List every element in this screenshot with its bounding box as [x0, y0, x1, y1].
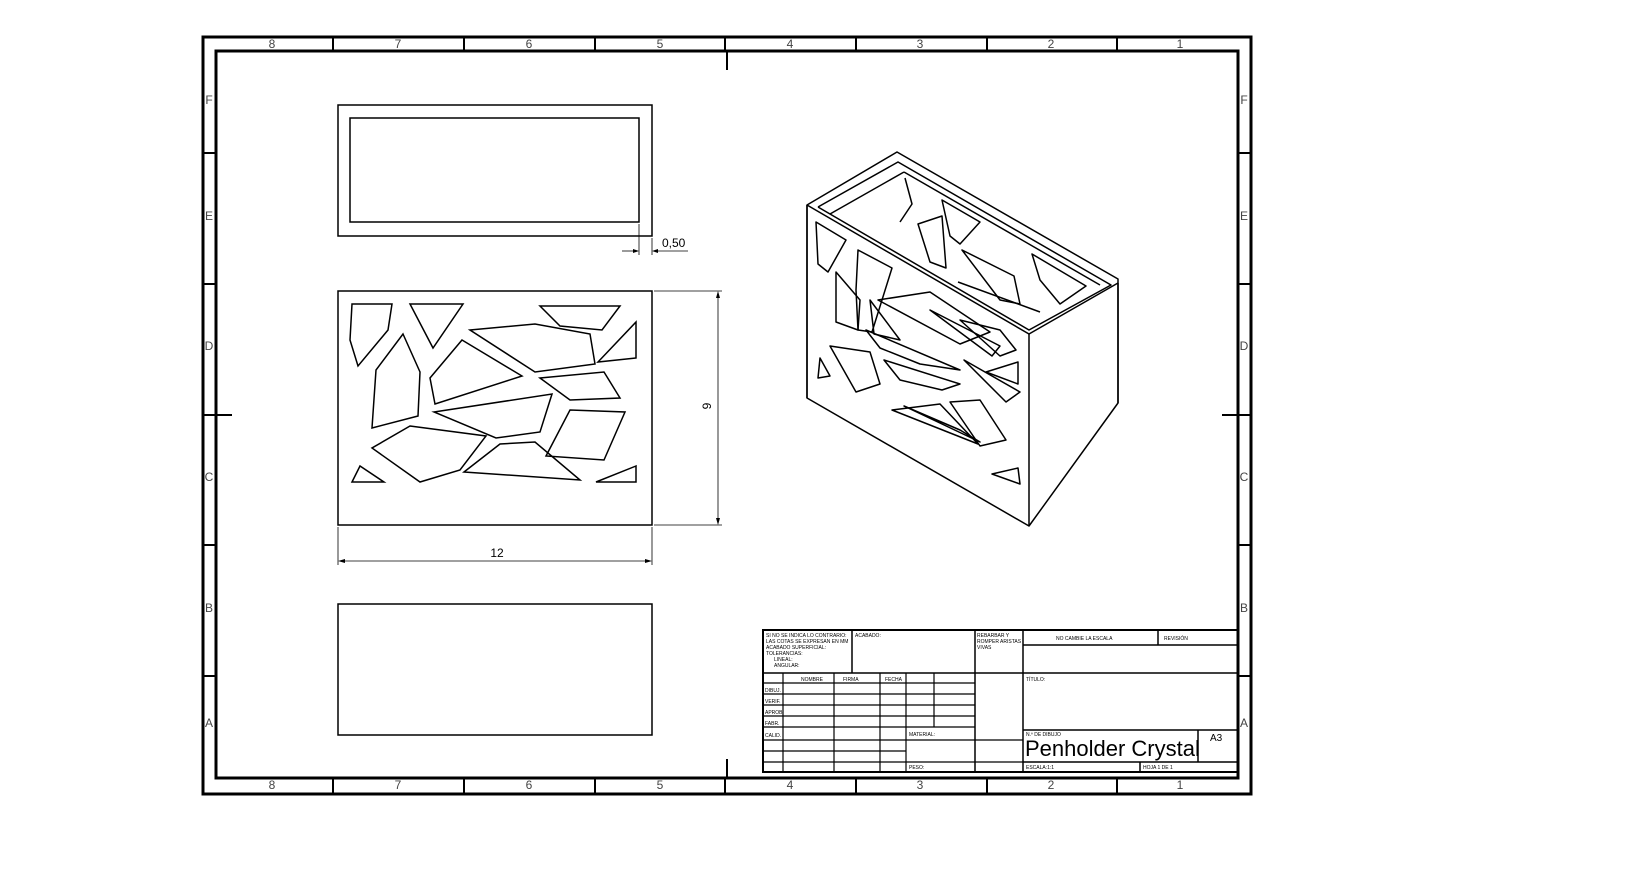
- zone-right-B: B: [1240, 601, 1248, 615]
- general-note-5: LINEAL:: [774, 657, 793, 663]
- revision-label: REVISIÓN: [1164, 635, 1188, 642]
- zone-left-A: A: [205, 716, 213, 730]
- zone-right-F: F: [1240, 93, 1247, 107]
- zone-top-3: 3: [917, 37, 924, 51]
- zone-bottom-8: 8: [269, 778, 276, 792]
- sheet-label: HOJA 1 DE 1: [1143, 765, 1173, 771]
- zone-top-4: 4: [787, 37, 794, 51]
- height-dimension: 9: [700, 402, 714, 409]
- row-drawn: DIBUJ.: [765, 688, 781, 694]
- crystal-cutouts: [349, 303, 637, 483]
- material-label: MATERIAL:: [909, 732, 935, 738]
- col-name: NOMBRE: [801, 677, 824, 683]
- width-dimension: 12: [490, 546, 504, 560]
- sheet-size: A3: [1210, 733, 1223, 744]
- col-signature: FIRMA: [843, 677, 859, 683]
- zone-right-E: E: [1240, 209, 1248, 223]
- thickness-dimension: 0,50: [662, 236, 686, 250]
- deburr-note-1: REBARBAR Y: [977, 633, 1010, 639]
- zone-bottom-1: 1: [1177, 778, 1184, 792]
- zone-left-F: F: [205, 93, 212, 107]
- scale-label: ESCALA:1:1: [1026, 765, 1054, 771]
- zone-right-D: D: [1240, 339, 1249, 353]
- zone-top-2: 2: [1048, 37, 1055, 51]
- zone-bottom-6: 6: [526, 778, 533, 792]
- zone-bottom-7: 7: [395, 778, 402, 792]
- deburr-note-3: VIVAS: [977, 645, 992, 651]
- scale-note: NO CAMBIE LA ESCALA: [1056, 636, 1113, 642]
- finish-label: ACABADO:: [855, 633, 881, 639]
- zone-left-B: B: [205, 601, 213, 615]
- general-note-1: SI NO SE INDICA LO CONTRARIO:: [766, 633, 847, 639]
- drawing-title: Penholder Crystal: [1025, 736, 1200, 761]
- zone-top-7: 7: [395, 37, 402, 51]
- general-note-2: LAS COTAS SE EXPRESAN EN MM: [766, 639, 848, 645]
- zone-right-A: A: [1240, 716, 1248, 730]
- general-note-3: ACABADO SUPERFICIAL:: [766, 645, 826, 651]
- zone-bottom-5: 5: [657, 778, 664, 792]
- zone-left-E: E: [205, 209, 213, 223]
- zone-top-6: 6: [526, 37, 533, 51]
- zone-top-1: 1: [1177, 37, 1184, 51]
- zone-labels: 8 7 6 5 4 3 2 1 8 7 6 5 4 3 2 1 F E D C …: [205, 37, 1249, 792]
- zone-top-8: 8: [269, 37, 276, 51]
- isometric-view: [806, 151, 1119, 527]
- general-note-6: ANGULAR:: [774, 663, 800, 669]
- drawing-frame: [201, 35, 1253, 796]
- general-note-4: TOLERANCIAS:: [766, 651, 803, 657]
- top-view: 0,50: [337, 104, 688, 255]
- deburr-note-2: ROMPER ARISTAS: [977, 639, 1022, 645]
- zone-top-5: 5: [657, 37, 664, 51]
- row-checked: VERIF.: [765, 699, 781, 705]
- zone-left-D: D: [205, 339, 214, 353]
- zone-bottom-4: 4: [787, 778, 794, 792]
- weight-label: PESO:: [909, 765, 924, 771]
- zone-bottom-2: 2: [1048, 778, 1055, 792]
- drawing-no-label: N.º DE DIBUJO: [1026, 732, 1061, 738]
- row-approved: APROB.: [765, 710, 784, 716]
- zone-right-C: C: [1240, 470, 1249, 484]
- col-date: FECHA: [885, 677, 903, 683]
- front-view: 9 12: [337, 290, 722, 565]
- row-quality: CALID.: [765, 733, 781, 739]
- row-manufactured: FABR.: [765, 721, 779, 727]
- title-block: SI NO SE INDICA LO CONTRARIO: LAS COTAS …: [762, 629, 1239, 773]
- title-label: TÍTULO:: [1026, 676, 1045, 683]
- zone-bottom-3: 3: [917, 778, 924, 792]
- bottom-view: [337, 603, 653, 736]
- zone-left-C: C: [205, 470, 214, 484]
